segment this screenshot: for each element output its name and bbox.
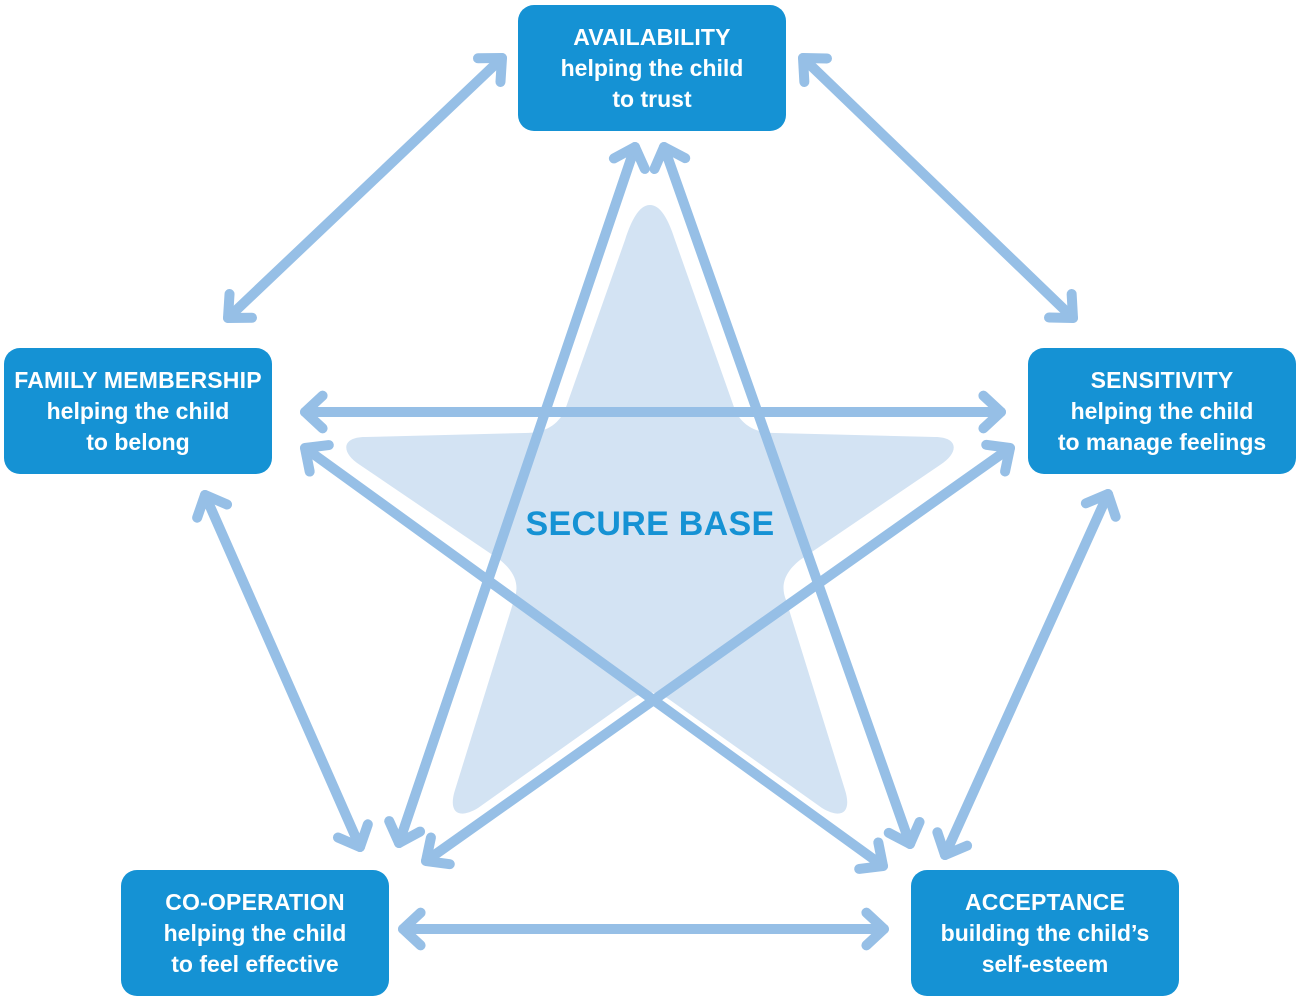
node-family-membership[interactable]: FAMILY MEMBERSHIP helping the child to b… <box>4 348 272 474</box>
arrows-group <box>192 53 1121 951</box>
arrowhead-icon <box>1080 489 1121 522</box>
arrow-availability-cooperation <box>384 142 650 848</box>
arrow-shaft <box>940 489 1113 860</box>
node-line: helping the child <box>1070 397 1254 424</box>
arrow-sensitivity-acceptance <box>932 489 1121 860</box>
node-title: AVAILABILITY <box>573 23 731 50</box>
arrow-family-acceptance <box>300 440 888 874</box>
arrow-shaft <box>300 443 888 871</box>
node-co-operation[interactable]: CO-OPERATION helping the child to feel e… <box>121 870 389 996</box>
node-line: to belong <box>86 428 190 455</box>
arrowhead-icon <box>981 439 1015 477</box>
arrowhead-icon <box>192 490 233 523</box>
arrowhead-icon <box>978 390 1006 434</box>
node-title: SENSITIVITY <box>1090 366 1234 393</box>
node-line: helping the child <box>46 397 230 424</box>
node-line: helping the child <box>163 919 347 946</box>
arrowhead-icon <box>1044 289 1078 323</box>
arrow-shaft <box>394 142 640 848</box>
arrow-availability-acceptance <box>649 142 925 849</box>
star-shape <box>346 205 954 814</box>
arrowhead-icon <box>398 907 426 951</box>
node-title: ACCEPTANCE <box>964 888 1126 915</box>
node-acceptance[interactable]: ACCEPTANCE building the child’s self-est… <box>911 870 1179 996</box>
node-line: self-esteem <box>981 950 1109 977</box>
center-label: SECURE BASE <box>525 505 775 543</box>
arrow-shaft <box>223 53 507 323</box>
node-title: FAMILY MEMBERSHIP <box>14 366 262 393</box>
node-line: to feel effective <box>171 950 339 977</box>
node-line: helping the child <box>560 54 744 81</box>
arrowhead-icon <box>384 816 426 848</box>
node-title: CO-OPERATION <box>165 888 345 915</box>
arrowhead-icon <box>932 827 973 860</box>
arrowhead-icon <box>421 832 455 870</box>
arrowhead-icon <box>473 53 507 87</box>
node-line: to trust <box>612 85 692 112</box>
arrow-shaft <box>421 443 1015 866</box>
arrowhead-icon <box>798 53 832 87</box>
arrow-shaft <box>798 53 1078 323</box>
arrow-family-sensitivity <box>300 390 1006 434</box>
arrowhead-icon <box>223 289 257 323</box>
arrowhead-icon <box>883 816 925 849</box>
node-availability[interactable]: AVAILABILITY helping the child to trust <box>518 5 786 131</box>
arrow-cooperation-acceptance <box>398 907 889 951</box>
arrowhead-icon <box>854 837 888 874</box>
node-line: building the child’s <box>940 919 1150 946</box>
node-line: to manage feelings <box>1057 428 1267 455</box>
arrowhead-icon <box>332 819 373 852</box>
arrow-availability-sensitivity <box>798 53 1078 323</box>
arrowhead-icon <box>649 142 691 175</box>
arrow-family-availability <box>223 53 507 323</box>
arrow-shaft <box>200 490 365 852</box>
arrowhead-icon <box>861 907 889 951</box>
arrow-shaft <box>659 142 915 849</box>
arrowhead-icon <box>300 440 334 477</box>
arrowhead-icon <box>300 390 328 434</box>
arrowhead-icon <box>608 142 650 174</box>
arrow-family-cooperation <box>192 490 373 852</box>
node-sensitivity[interactable]: SENSITIVITY helping the child to manage … <box>1028 348 1296 474</box>
arrow-sensitivity-cooperation <box>421 439 1015 870</box>
